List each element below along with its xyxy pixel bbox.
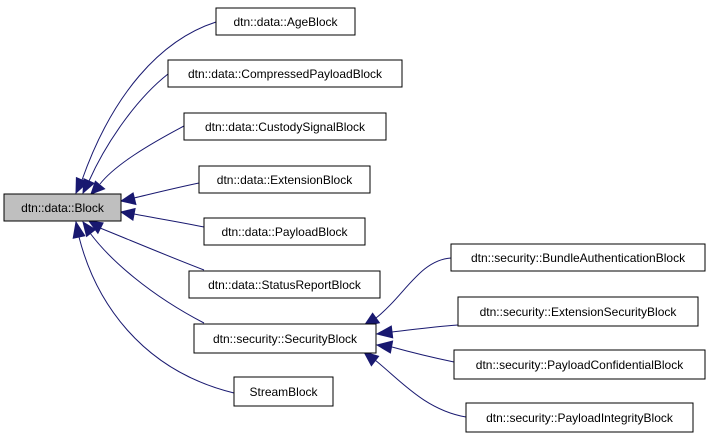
node-label: StreamBlock <box>249 385 318 399</box>
edge-payload-block-to-block <box>119 207 205 228</box>
edge-security-block-to-block <box>82 220 205 324</box>
node-label: dtn::data::CompressedPayloadBlock <box>188 67 383 81</box>
edge-age-block-to-block <box>75 21 217 195</box>
edge-extension-security-block-to-security-block <box>375 324 459 339</box>
node-block[interactable]: dtn::data::Block <box>3 193 122 222</box>
edge-arrowhead <box>375 325 394 339</box>
edge-arrowhead <box>119 192 137 206</box>
node-security-block[interactable]: dtn::security::SecurityBlock <box>193 323 377 354</box>
node-bundle-authentication-block[interactable]: dtn::security::BundleAuthenticationBlock <box>450 243 706 272</box>
edge-arrowhead <box>82 177 96 195</box>
node-payload-block[interactable]: dtn::data::PayloadBlock <box>203 217 366 246</box>
edge-arrowhead <box>72 220 86 239</box>
edge-extension-block-to-block <box>119 182 200 206</box>
node-extension-block[interactable]: dtn::data::ExtensionBlock <box>198 165 371 194</box>
edge-arrowhead <box>82 220 97 238</box>
node-label: dtn::security::PayloadIntegrityBlock <box>486 411 674 425</box>
node-label: dtn::security::SecurityBlock <box>213 332 358 346</box>
node-label: dtn::data::AgeBlock <box>233 15 338 29</box>
edge-compressed-payload-block-to-block <box>82 73 169 195</box>
edge-arrowhead <box>375 340 394 354</box>
edge-payload-confidential-block-to-security-block <box>375 340 455 363</box>
node-label: dtn::data::PayloadBlock <box>221 225 348 239</box>
nodes: dtn::data::Block dtn::data::AgeBlock dtn… <box>3 7 706 433</box>
node-custody-signal-block[interactable]: dtn::data::CustodySignalBlock <box>183 112 387 141</box>
node-label: dtn::data::CustodySignalBlock <box>205 120 366 134</box>
edge-status-report-block-to-block <box>87 220 205 271</box>
node-payload-confidential-block[interactable]: dtn::security::PayloadConfidentialBlock <box>453 349 706 380</box>
node-label: dtn::security::BundleAuthenticationBlock <box>471 251 686 265</box>
edge-arrowhead <box>90 180 106 195</box>
edge-arrowhead <box>362 351 380 367</box>
edge-payload-integrity-block-to-security-block <box>362 351 467 418</box>
node-label: dtn::security::PayloadConfidentialBlock <box>476 358 684 372</box>
node-stream-block[interactable]: StreamBlock <box>233 376 334 407</box>
node-status-report-block[interactable]: dtn::data::StatusReportBlock <box>188 270 381 299</box>
edge-arrowhead <box>87 220 104 235</box>
edge-arrowhead <box>119 207 136 221</box>
node-compressed-payload-block[interactable]: dtn::data::CompressedPayloadBlock <box>167 59 403 88</box>
edge-custody-signal-block-to-block <box>90 125 185 195</box>
edges <box>72 21 467 418</box>
node-payload-integrity-block[interactable]: dtn::security::PayloadIntegrityBlock <box>465 402 694 433</box>
node-label: dtn::data::ExtensionBlock <box>217 173 353 187</box>
node-label: dtn::data::StatusReportBlock <box>208 278 362 292</box>
node-age-block[interactable]: dtn::data::AgeBlock <box>215 7 356 36</box>
edge-stream-block-to-block <box>72 220 235 394</box>
node-label: dtn::data::Block <box>21 201 105 215</box>
node-extension-security-block[interactable]: dtn::security::ExtensionSecurityBlock <box>457 296 699 327</box>
node-label: dtn::security::ExtensionSecurityBlock <box>480 305 678 319</box>
